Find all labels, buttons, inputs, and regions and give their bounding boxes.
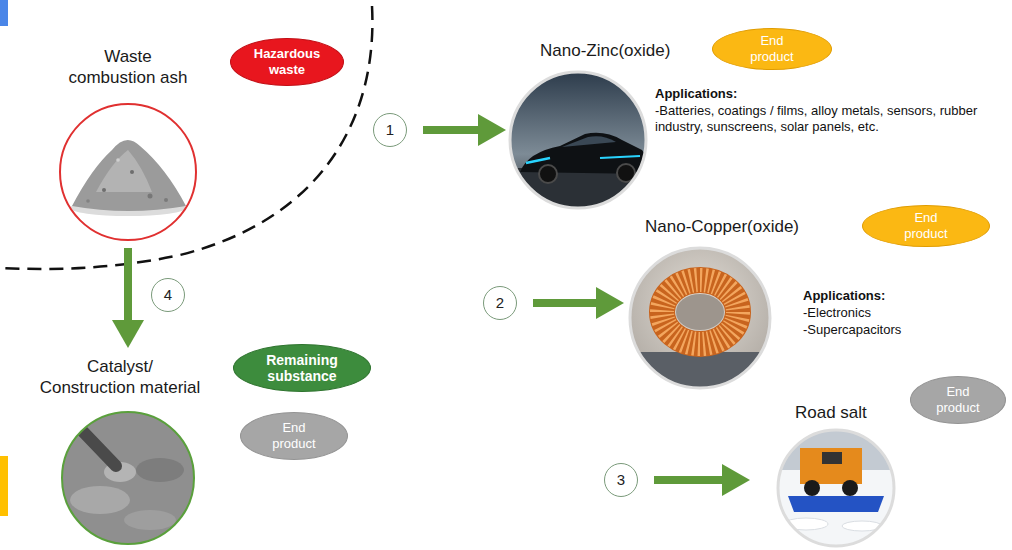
pill-text: End product bbox=[264, 420, 324, 452]
concrete-patch bbox=[124, 510, 176, 530]
status-pill: End product bbox=[910, 376, 1006, 424]
concrete-picture bbox=[60, 410, 196, 546]
car-wheel bbox=[539, 165, 557, 183]
road-salt-picture-ring bbox=[778, 430, 894, 546]
concrete-patch bbox=[136, 458, 184, 482]
truck-window bbox=[822, 452, 842, 464]
number-circle: 3 bbox=[604, 463, 638, 497]
heading-text: Catalyst/ Construction material bbox=[38, 356, 202, 398]
ash-pile bbox=[72, 140, 186, 211]
ash-speck bbox=[102, 188, 106, 192]
image-node: Nano-Copper(oxide) bbox=[626, 212, 816, 390]
application-text: Applications: bbox=[655, 86, 775, 102]
status-pill: End product bbox=[712, 28, 832, 70]
coil-picture-ring bbox=[630, 248, 770, 388]
callout-number: 4 bbox=[164, 286, 172, 304]
image-node: Road salt bbox=[752, 398, 902, 548]
flow-arrow bbox=[533, 299, 602, 307]
truck-wheel bbox=[804, 480, 820, 496]
number-circle: 2 bbox=[483, 286, 517, 320]
number-circle: 4 bbox=[151, 278, 185, 312]
picture-ground bbox=[60, 104, 196, 240]
ash-speck bbox=[86, 199, 90, 203]
callout-number: 1 bbox=[386, 121, 394, 139]
concrete-picture-ring bbox=[62, 412, 194, 544]
status-pill: End product bbox=[240, 412, 348, 460]
corner-tab bbox=[0, 0, 8, 26]
ash-speck bbox=[148, 194, 153, 199]
car-picture bbox=[508, 70, 648, 210]
pill-text: Hazardous waste bbox=[250, 46, 324, 78]
copper-coil bbox=[662, 280, 738, 344]
side-tab bbox=[0, 456, 8, 516]
concrete bbox=[60, 410, 196, 546]
ash-picture-ring bbox=[60, 104, 196, 240]
status-pill: End product bbox=[862, 205, 990, 247]
truck-body bbox=[800, 448, 862, 484]
ash-speck bbox=[116, 158, 120, 162]
heading-text: Waste combustion ash bbox=[63, 46, 193, 88]
pill-text: End product bbox=[742, 33, 802, 65]
car-light bbox=[600, 156, 640, 158]
heading-text: Nano-Copper(oxide) bbox=[626, 216, 816, 237]
pill-text: End product bbox=[896, 210, 956, 242]
ash-picture bbox=[60, 104, 196, 240]
application-text: -Supercapacitors bbox=[803, 322, 953, 338]
application-text: -Electronics bbox=[803, 305, 923, 321]
heading-text: Nano-Zinc(oxide) bbox=[508, 40, 698, 61]
heading-text: Road salt bbox=[752, 402, 902, 423]
status-pill: Remaining substance bbox=[233, 344, 371, 392]
snow-plow bbox=[788, 496, 884, 512]
concrete-patch bbox=[70, 486, 130, 514]
callout-number: 3 bbox=[617, 471, 625, 489]
pill-text: Remaining substance bbox=[258, 352, 346, 384]
application-text: Applications: bbox=[803, 288, 923, 304]
ash-highlight bbox=[96, 150, 152, 192]
flow-arrow bbox=[654, 476, 728, 484]
coil-hole bbox=[676, 294, 724, 330]
pill-text: End product bbox=[928, 384, 988, 416]
coil-windings bbox=[662, 280, 738, 344]
dashed-boundary bbox=[0, 6, 372, 269]
truck-wheel bbox=[842, 480, 858, 496]
car-picture-ring bbox=[510, 72, 646, 208]
image-node: Catalyst/ Construction material bbox=[20, 352, 220, 546]
car-window bbox=[562, 136, 616, 147]
sky bbox=[508, 70, 648, 210]
circuit-board bbox=[628, 352, 772, 392]
concrete-pipe bbox=[70, 418, 116, 466]
ash-speck bbox=[130, 170, 134, 174]
callout-number: 2 bbox=[496, 294, 504, 312]
car-light bbox=[526, 158, 550, 163]
connector-group bbox=[128, 130, 728, 480]
image-node: Waste combustion ash bbox=[48, 42, 208, 244]
status-pill: Hazardous waste bbox=[230, 38, 345, 87]
application-text: -Batteries, coatings / films, alloy meta… bbox=[655, 103, 1000, 135]
coil-picture bbox=[628, 246, 772, 392]
flow-arrow bbox=[124, 248, 132, 326]
flow-arrow bbox=[423, 126, 484, 134]
ash-speck bbox=[164, 198, 168, 202]
number-circle: 1 bbox=[373, 113, 407, 147]
road-salt-picture bbox=[776, 428, 896, 550]
